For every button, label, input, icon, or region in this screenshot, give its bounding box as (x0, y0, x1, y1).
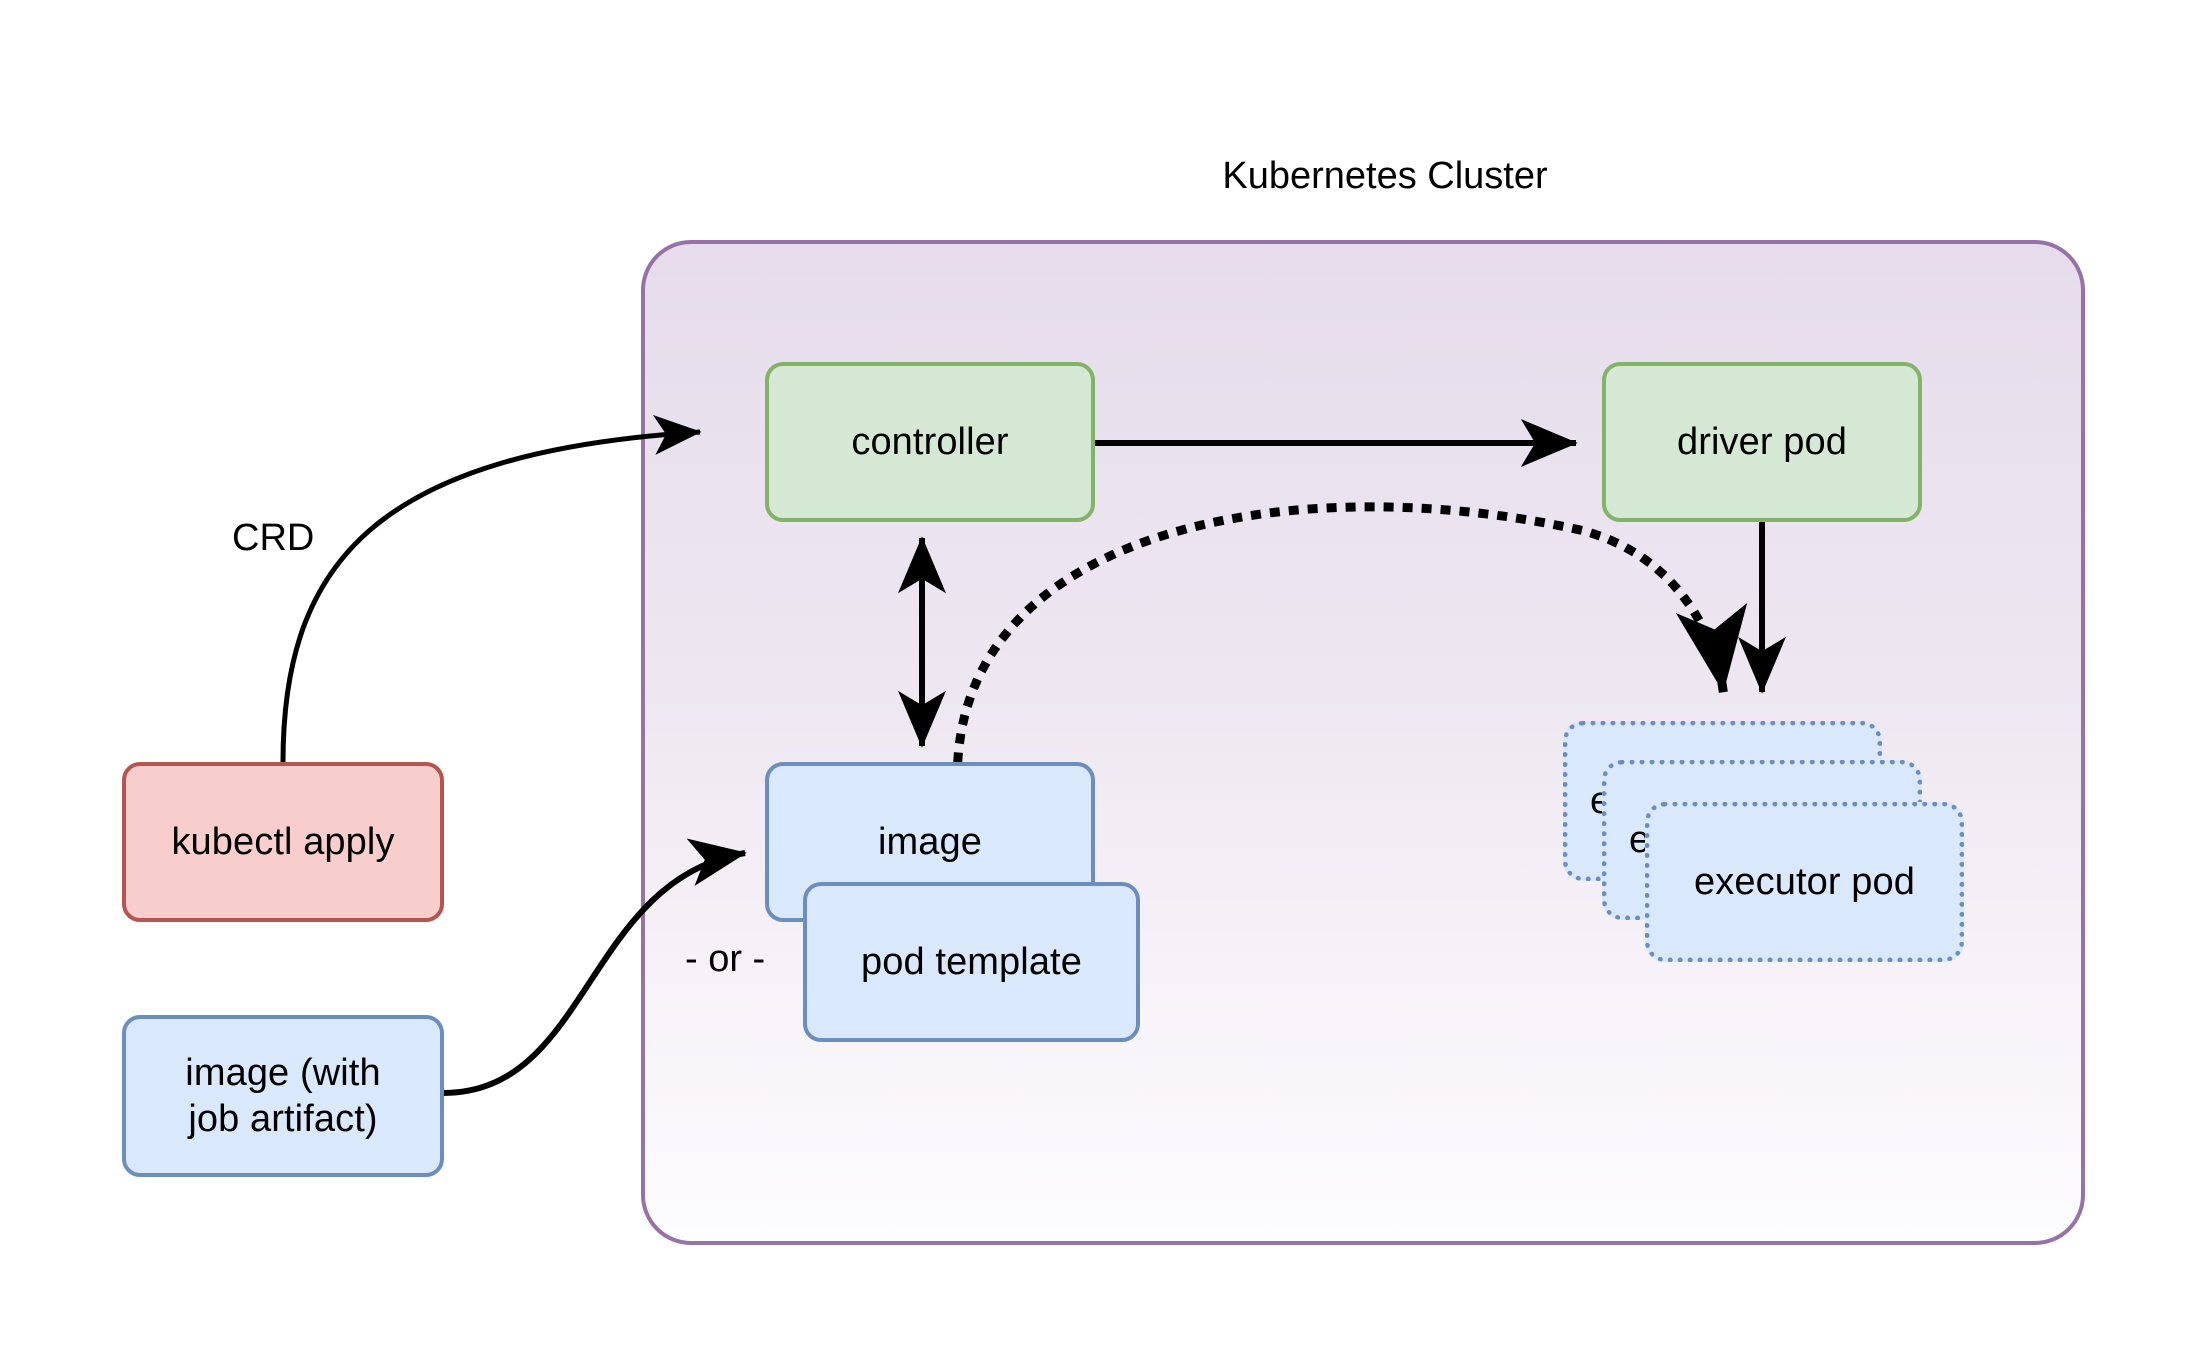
node-driver-pod[interactable]: driver pod (1602, 362, 1922, 522)
node-image-label: image (878, 820, 982, 863)
cluster-title: Kubernetes Cluster (1222, 155, 1548, 197)
node-controller-label: controller (851, 420, 1009, 463)
edge-kubectl-to-controller (280, 414, 702, 763)
node-image-with-job-artifact[interactable]: image (with job artifact) (122, 1015, 444, 1177)
job-artifact-line-1: image (with (185, 1051, 381, 1094)
node-image-with-job-artifact-label: image (with job artifact) (185, 1050, 380, 1143)
node-controller[interactable]: controller (765, 362, 1095, 522)
node-driver-pod-label: driver pod (1677, 420, 1847, 463)
node-kubectl-apply-label: kubectl apply (171, 820, 395, 863)
node-kubectl-apply[interactable]: kubectl apply (122, 762, 444, 922)
crd-label: CRD (232, 517, 315, 559)
job-artifact-line-2: job artifact) (188, 1098, 378, 1140)
node-executor-pod-front-label: executor pod (1694, 860, 1915, 903)
node-pod-template[interactable]: pod template (803, 882, 1140, 1042)
or-label: - or - (685, 938, 766, 980)
node-pod-template-label: pod template (861, 940, 1082, 983)
node-executor-pod-front[interactable]: executor pod (1645, 802, 1964, 962)
